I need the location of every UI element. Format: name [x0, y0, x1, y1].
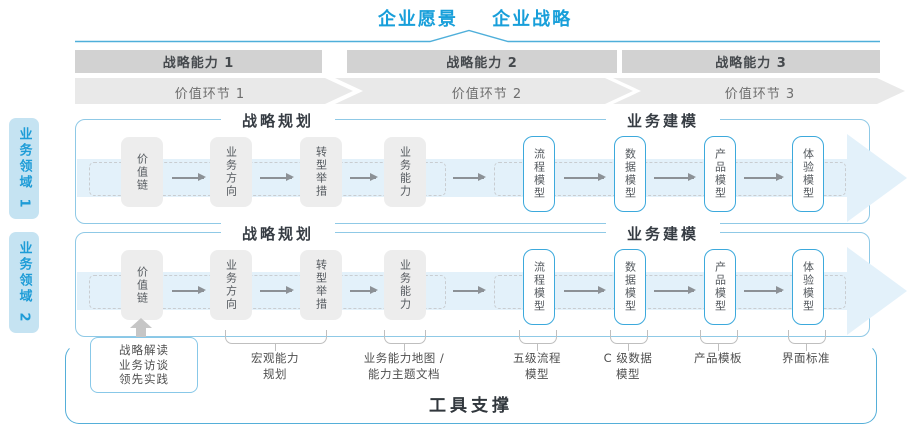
node-business-capability: 业务能力 — [384, 137, 426, 207]
capability-label: 战略能力 2 — [446, 56, 518, 71]
note-line: 领先实践 — [119, 372, 169, 387]
bracket-stem — [275, 343, 276, 351]
header-vision: 企业愿景 — [377, 9, 458, 30]
bracket-icon — [519, 330, 557, 344]
node-value-chain: 价值链 — [121, 250, 163, 320]
node-product-model: 产品模型 — [704, 136, 736, 212]
arrow-up-shaft — [136, 328, 146, 338]
domain-row-1: 战略规划 业务建模 价值链 业务方向 转型举措 业务能力 流程模型 数据模型 产… — [75, 110, 907, 224]
tool-support-container: 工具支撑 — [65, 344, 877, 424]
bracket-stem — [537, 343, 538, 351]
node-transformation-initiatives: 转型举措 — [300, 137, 342, 207]
note-process-model: 五级流程 模型 — [513, 351, 561, 381]
arrow-right-icon — [744, 287, 784, 293]
dashed-group-modeling — [494, 162, 846, 196]
note-line: 业务访谈 — [119, 357, 169, 372]
node-transformation-initiatives: 转型举措 — [300, 250, 342, 320]
arrow-right-icon — [453, 287, 486, 293]
node-experience-model: 体验模型 — [792, 136, 824, 212]
strategy-input-note: 战略解读 业务访谈 领先实践 — [90, 337, 198, 393]
note-macro-capability: 宏观能力 规划 — [251, 351, 299, 381]
capability-label: 战略能力 1 — [162, 56, 235, 71]
node-data-model: 数据模型 — [614, 249, 646, 325]
node-experience-model: 体验模型 — [792, 249, 824, 325]
header: 企业愿景 企业战略 — [20, 5, 910, 31]
domain-label-1: 业务领域 1 — [9, 118, 39, 219]
arrow-right-icon — [260, 287, 294, 293]
note-product-template: 产品模板 — [694, 351, 742, 365]
arrow-right-icon — [564, 287, 606, 293]
capability-bar-3: 战略能力 3 — [622, 50, 880, 73]
domain-label-2: 业务领域 2 — [9, 232, 39, 333]
node-business-direction: 业务方向 — [210, 250, 252, 320]
arrow-right-icon — [453, 174, 486, 180]
bracket-icon — [700, 330, 738, 344]
arrow-right-icon — [350, 287, 378, 293]
arrow-right-icon — [350, 174, 378, 180]
section-title-planning: 战略规划 — [221, 223, 335, 244]
bracket-stem — [628, 343, 629, 351]
arrow-right-icon — [172, 174, 206, 180]
header-strategy: 企业战略 — [492, 9, 573, 30]
value-link-1: 价值环节 1 — [174, 87, 246, 102]
node-value-chain: 价值链 — [121, 137, 163, 207]
arrow-right-icon — [260, 174, 294, 180]
header-caret-line — [75, 29, 880, 43]
node-process-model: 流程模型 — [523, 136, 555, 212]
value-link-chevron-band — [75, 78, 905, 104]
arrow-right-icon — [654, 287, 696, 293]
bracket-icon — [225, 330, 327, 344]
bracket-stem — [404, 343, 405, 351]
section-title-modeling: 业务建模 — [606, 110, 720, 131]
capability-label: 战略能力 3 — [715, 56, 787, 71]
arrow-right-icon — [744, 174, 784, 180]
domain-row-2: 战略规划 业务建模 价值链 业务方向 转型举措 业务能力 流程模型 数据模型 产… — [75, 223, 907, 337]
dashed-group-planning — [89, 275, 446, 309]
capability-bar-2: 战略能力 2 — [347, 50, 617, 73]
flow-band-arrowhead-icon — [847, 134, 907, 222]
arrow-right-icon — [654, 174, 696, 180]
node-process-model: 流程模型 — [523, 249, 555, 325]
bracket-stem — [806, 343, 807, 351]
dashed-group-planning — [89, 162, 446, 196]
arrow-right-icon — [172, 287, 206, 293]
node-data-model: 数据模型 — [614, 136, 646, 212]
value-link-3: 价值环节 3 — [724, 87, 796, 102]
note-data-model: C 级数据 模型 — [603, 351, 653, 381]
dashed-group-modeling — [494, 275, 846, 309]
arrow-right-icon — [564, 174, 606, 180]
bracket-icon — [610, 330, 648, 344]
node-product-model: 产品模型 — [704, 249, 736, 325]
bracket-stem — [718, 343, 719, 351]
value-link-2: 价值环节 2 — [451, 87, 523, 102]
bracket-icon — [788, 330, 826, 344]
section-title-modeling: 业务建模 — [606, 223, 720, 244]
section-title-planning: 战略规划 — [221, 110, 335, 131]
note-ui-standard: 界面标准 — [782, 351, 830, 365]
arrow-up-icon — [130, 318, 152, 328]
bracket-icon — [384, 330, 426, 344]
tool-support-title: 工具支撑 — [429, 396, 513, 416]
capability-bar-1: 战略能力 1 — [75, 50, 322, 73]
note-line: 战略解读 — [119, 342, 169, 357]
node-business-capability: 业务能力 — [384, 250, 426, 320]
node-business-direction: 业务方向 — [210, 137, 252, 207]
note-capability-map: 业务能力地图 / 能力主题文档 — [363, 351, 445, 381]
flow-band-arrowhead-icon — [847, 247, 907, 335]
